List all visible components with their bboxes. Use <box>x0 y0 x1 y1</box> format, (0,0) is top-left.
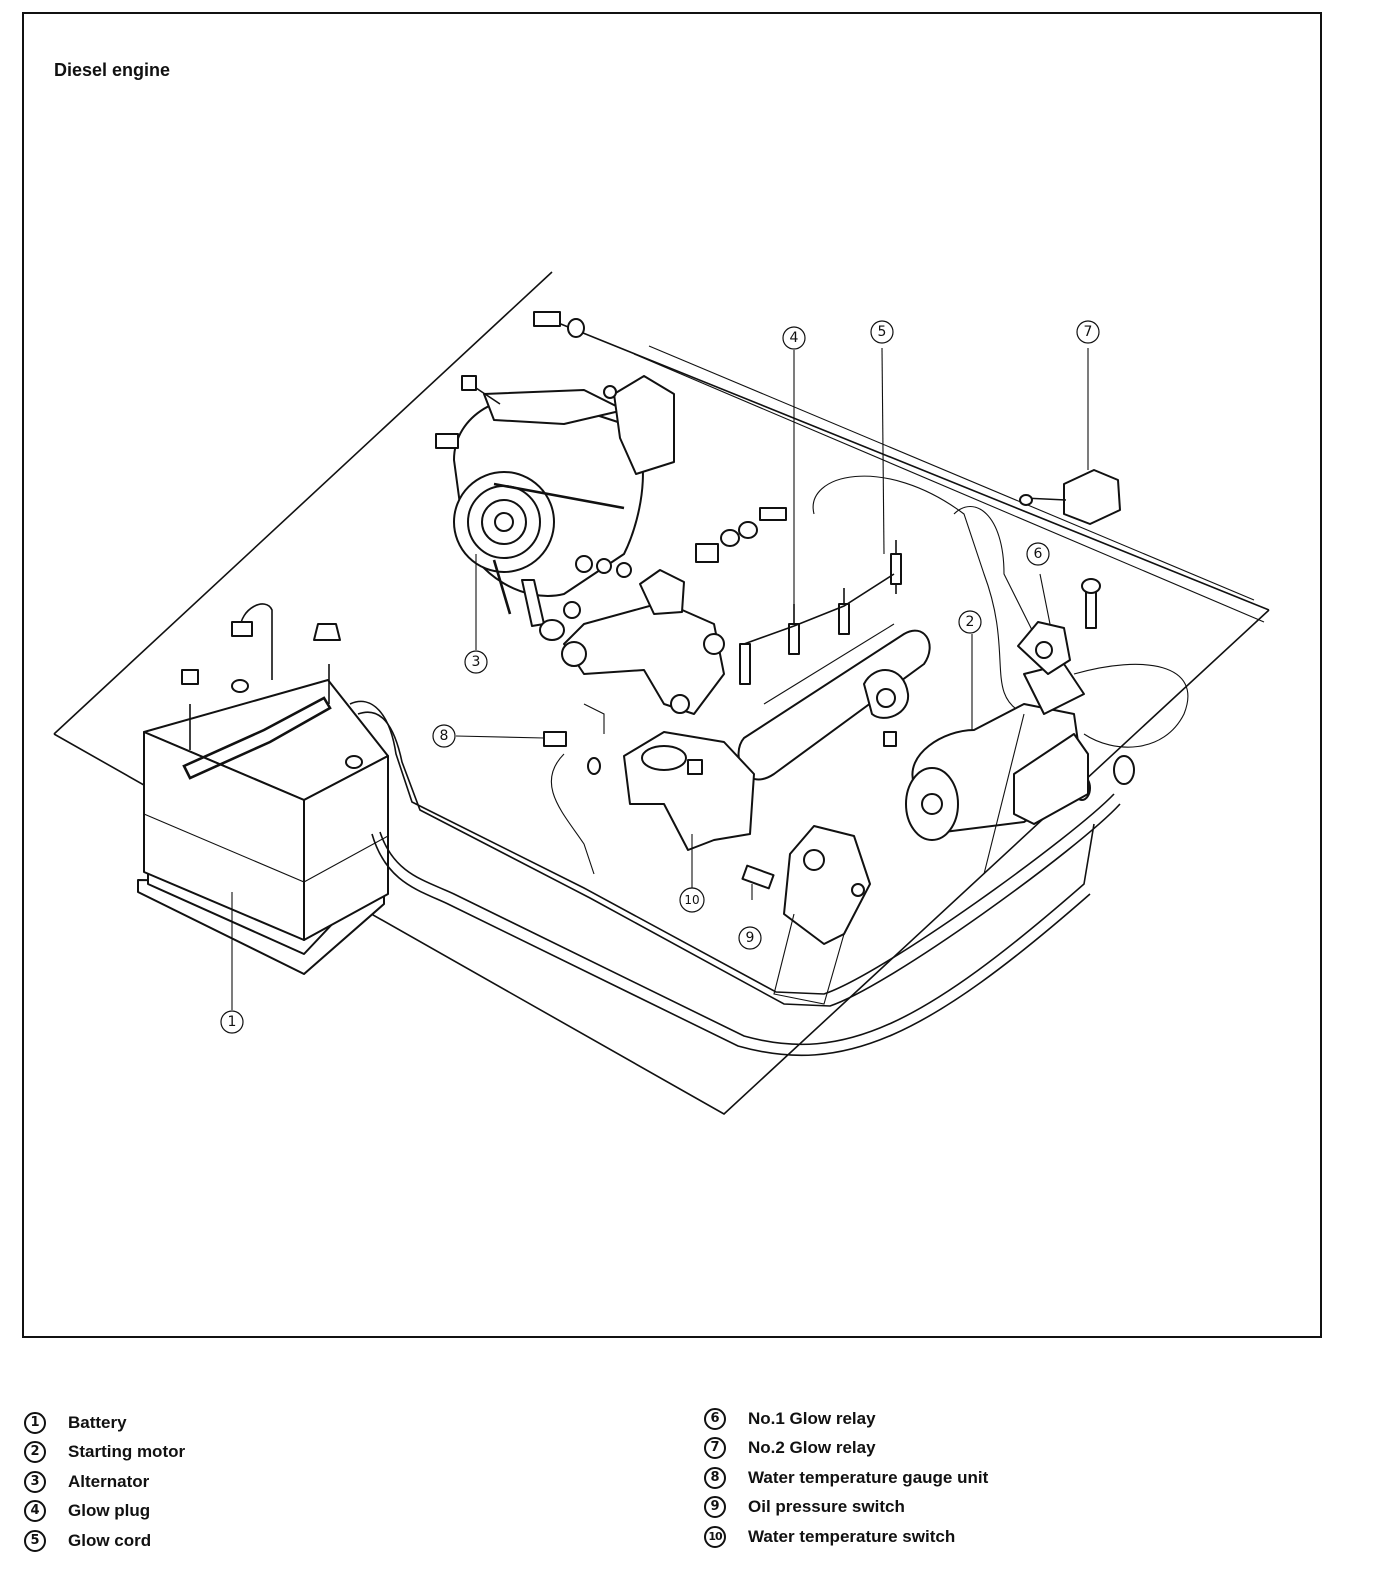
legend-label: Alternator <box>68 1471 150 1491</box>
callout-10: 10 <box>679 887 705 913</box>
legend-item-battery: 1 Battery <box>24 1408 185 1438</box>
engine-compartment-diagram: 1 2 3 4 5 6 7 8 9 10 <box>53 271 1270 1115</box>
svg-text:4: 4 <box>790 330 799 346</box>
thermostat-housing <box>543 703 755 875</box>
legend-item-water-temperature-switch: 10 Water temperature switch <box>704 1522 988 1552</box>
legend-item-water-temperature-gauge-unit: 8 Water temperature gauge unit <box>704 1463 988 1493</box>
svg-text:9: 9 <box>746 930 755 946</box>
legend-label: Water temperature switch <box>748 1526 956 1546</box>
legend-label: Battery <box>68 1412 127 1432</box>
legend-label: Water temperature gauge unit <box>748 1467 989 1487</box>
callout-9: 9 <box>738 926 762 950</box>
legend-marker: 2 <box>24 1441 46 1464</box>
legend-label: No.1 Glow relay <box>748 1408 876 1428</box>
callout-7: 7 <box>1076 320 1100 344</box>
legend-marker: 8 <box>704 1466 726 1489</box>
callout-labels: 1 2 3 4 5 6 7 8 9 10 <box>220 320 1100 1034</box>
legend-item-glow-plug: 4 Glow plug <box>24 1497 185 1527</box>
battery-cables <box>349 700 1135 1057</box>
no1-glow-relay <box>1017 578 1101 675</box>
legend-item-no2-glow-relay: 7 No.2 Glow relay <box>704 1434 988 1464</box>
legend-marker: 9 <box>704 1496 726 1519</box>
legend-label: Starting motor <box>68 1442 186 1462</box>
callout-3: 3 <box>464 650 488 674</box>
svg-text:5: 5 <box>878 324 887 340</box>
legend-label: Glow cord <box>68 1530 152 1550</box>
diagram-title: Diesel engine <box>54 60 171 80</box>
oil-pressure-switch <box>741 825 871 1005</box>
svg-text:7: 7 <box>1084 324 1093 340</box>
legend-marker: 4 <box>24 1500 46 1523</box>
legend-item-glow-cord: 5 Glow cord <box>24 1526 185 1556</box>
svg-text:2: 2 <box>966 614 975 630</box>
legend-marker: 7 <box>704 1437 726 1460</box>
glow-plug-assembly <box>737 540 931 781</box>
legend-label: Oil pressure switch <box>748 1497 905 1517</box>
legend-item-no1-glow-relay: 6 No.1 Glow relay <box>704 1404 988 1434</box>
legend-marker: 1 <box>24 1411 46 1434</box>
battery <box>137 603 389 975</box>
legend-marker: 10 <box>704 1525 726 1548</box>
svg-text:8: 8 <box>440 728 449 744</box>
svg-text:10: 10 <box>684 893 699 907</box>
callout-2: 2 <box>958 610 982 634</box>
alternator <box>435 311 675 627</box>
callout-4: 4 <box>782 326 806 350</box>
svg-text:3: 3 <box>472 654 481 670</box>
alternator-bracket <box>539 507 787 715</box>
diagram-frame: Diesel engine <box>22 12 1322 1338</box>
svg-text:1: 1 <box>228 1014 237 1030</box>
starting-motor <box>905 663 1089 875</box>
legend-left: 1 Battery 2 Starting motor 3 Alternator … <box>24 1408 185 1556</box>
legend-label: Glow plug <box>68 1501 151 1521</box>
callout-8: 8 <box>432 724 456 748</box>
callout-leaders <box>231 347 1089 1010</box>
legend-item-starting-motor: 2 Starting motor <box>24 1438 185 1468</box>
svg-text:6: 6 <box>1034 546 1043 562</box>
legend-item-oil-pressure-switch: 9 Oil pressure switch <box>704 1493 988 1523</box>
callout-6: 6 <box>1026 542 1050 566</box>
callout-1: 1 <box>220 1010 244 1034</box>
legend-label: No.2 Glow relay <box>748 1438 876 1458</box>
legend-marker: 3 <box>24 1470 46 1493</box>
legend-right: 6 No.1 Glow relay 7 No.2 Glow relay 8 Wa… <box>704 1404 988 1552</box>
legend-marker: 6 <box>704 1407 726 1430</box>
callout-5: 5 <box>870 320 894 344</box>
legend-item-alternator: 3 Alternator <box>24 1467 185 1497</box>
no2-glow-relay <box>1019 469 1121 525</box>
legend-marker: 5 <box>24 1529 46 1552</box>
